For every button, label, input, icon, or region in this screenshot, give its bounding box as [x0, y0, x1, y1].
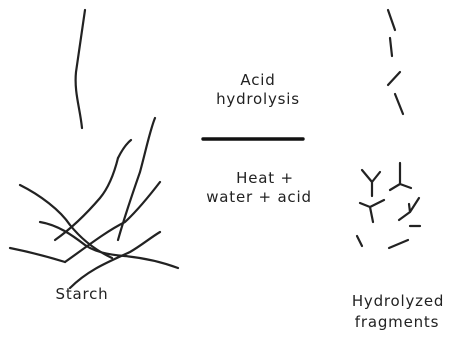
starch-label: Starch — [56, 285, 109, 303]
starch-strand-7 — [118, 140, 131, 158]
starch-strand-9 — [125, 256, 178, 268]
starch-strand-4 — [55, 158, 118, 240]
starch-chain-long — [76, 10, 85, 128]
starch-strand-5 — [65, 182, 160, 262]
fragment-6 — [390, 163, 411, 190]
process-label-line2: hydrolysis — [216, 90, 300, 108]
fragment-3 — [388, 72, 400, 85]
starch-strand-1 — [20, 185, 112, 258]
fragment-1 — [388, 10, 395, 30]
fragment-2 — [390, 38, 392, 56]
conditions-label-line1: Heat + — [236, 169, 294, 187]
starch-branched-structure — [10, 118, 178, 288]
starch-strand-3 — [10, 248, 65, 262]
hydrolyzed-fragments — [357, 10, 420, 248]
starch-strand-8 — [118, 118, 155, 240]
fragments-label-line1: Hydrolyzed — [352, 292, 444, 310]
fragment-4 — [395, 94, 403, 114]
fragment-5 — [362, 170, 380, 196]
fragment-7 — [360, 200, 384, 222]
fragments-label-line2: fragments — [355, 313, 439, 331]
fragment-8 — [399, 198, 419, 220]
fragment-10 — [357, 236, 362, 246]
process-label-line1: Acid — [240, 71, 275, 89]
conditions-label-line2: water + acid — [206, 188, 312, 206]
fragment-11 — [389, 240, 408, 248]
